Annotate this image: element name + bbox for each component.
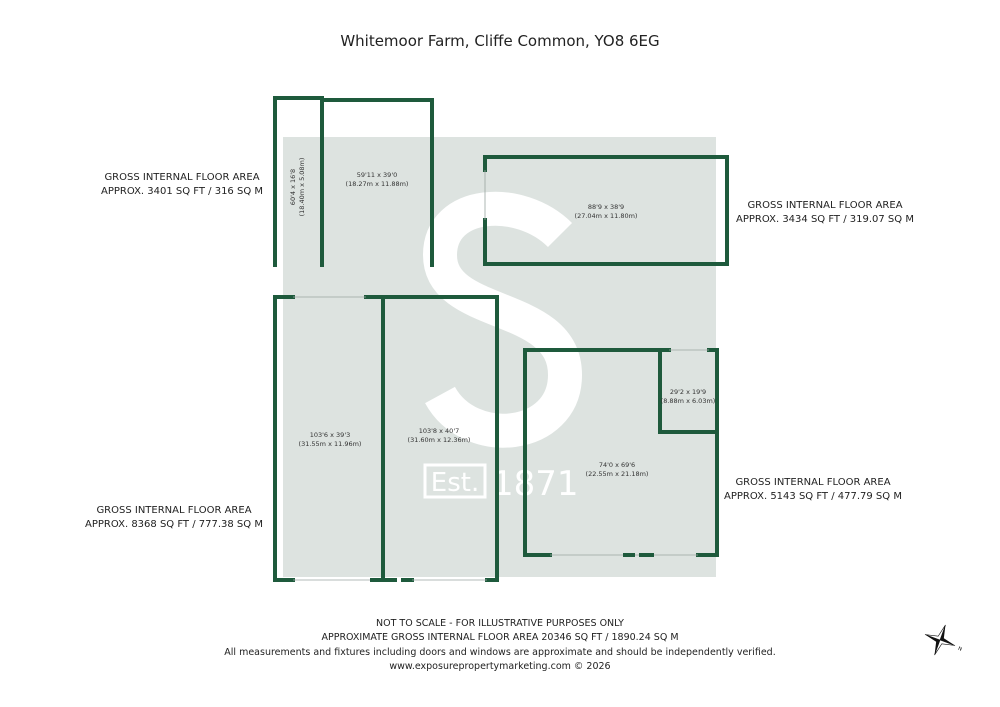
watermark-est: Est.: [431, 468, 479, 498]
room-metric-4: (31.55m x 11.96m): [299, 440, 362, 448]
room-dim-2: 59'11 x 39'0: [357, 171, 398, 179]
plan-title: Whitemoor Farm, Cliffe Common, YO8 6EG: [340, 32, 659, 50]
watermark-year: 1871: [492, 464, 579, 504]
area-label-1: GROSS INTERNAL FLOOR AREA: [104, 172, 259, 183]
footer-disclaimer: NOT TO SCALE - FOR ILLUSTRATIVE PURPOSES…: [376, 618, 624, 629]
room-metric-2: (18.27m x 11.88m): [346, 180, 409, 188]
area-value-2: APPROX. 3434 SQ FT / 319.07 SQ M: [736, 214, 914, 225]
compass-north-label: N: [957, 646, 963, 653]
svg-text:(18.40m x 5.08m): (18.40m x 5.08m): [298, 158, 306, 217]
footer-total-area: APPROXIMATE GROSS INTERNAL FLOOR AREA 20…: [321, 632, 678, 643]
area-value-3: APPROX. 8368 SQ FT / 777.38 SQ M: [85, 519, 263, 530]
footer-note: All measurements and fixtures including …: [224, 647, 775, 658]
room-metric-6: (8.88m x 6.03m): [661, 397, 716, 405]
watermark-est-box: [423, 463, 487, 499]
room-metric-3: (27.04m x 11.80m): [575, 212, 638, 220]
room-dim-6: 29'2 x 19'9: [670, 388, 706, 396]
room-label-1: 60'4 x 16'8 (18.40m x 5.08m): [289, 158, 306, 217]
watermark-s-letter: [422, 191, 583, 448]
building-a: [273, 96, 434, 267]
area-label-3: GROSS INTERNAL FLOOR AREA: [96, 505, 251, 516]
footer-website: www.exposurepropertymarketing.com © 2026: [389, 661, 610, 672]
area-value-1: APPROX. 3401 SQ FT / 316 SQ M: [101, 186, 263, 197]
room-dim-3: 88'9 x 38'9: [588, 203, 624, 211]
watermark-logo: Est. 1871: [283, 137, 716, 577]
room-dim-7: 74'0 x 69'6: [599, 461, 635, 469]
compass-icon: N: [924, 624, 963, 656]
building-c: [273, 295, 499, 582]
area-label-4: GROSS INTERNAL FLOOR AREA: [735, 477, 890, 488]
area-value-4: APPROX. 5143 SQ FT / 477.79 SQ M: [724, 491, 902, 502]
room-dim-4: 103'6 x 39'3: [310, 431, 351, 439]
room-metric-7: (22.55m x 21.18m): [586, 470, 649, 478]
building-b: [483, 155, 729, 266]
room-metric-5: (31.60m x 12.36m): [408, 436, 471, 444]
room-dim-5: 103'8 x 40'7: [419, 427, 460, 435]
building-d: [523, 348, 719, 557]
area-label-2: GROSS INTERNAL FLOOR AREA: [747, 200, 902, 211]
svg-text:60'4 x 16'8: 60'4 x 16'8: [289, 169, 297, 205]
